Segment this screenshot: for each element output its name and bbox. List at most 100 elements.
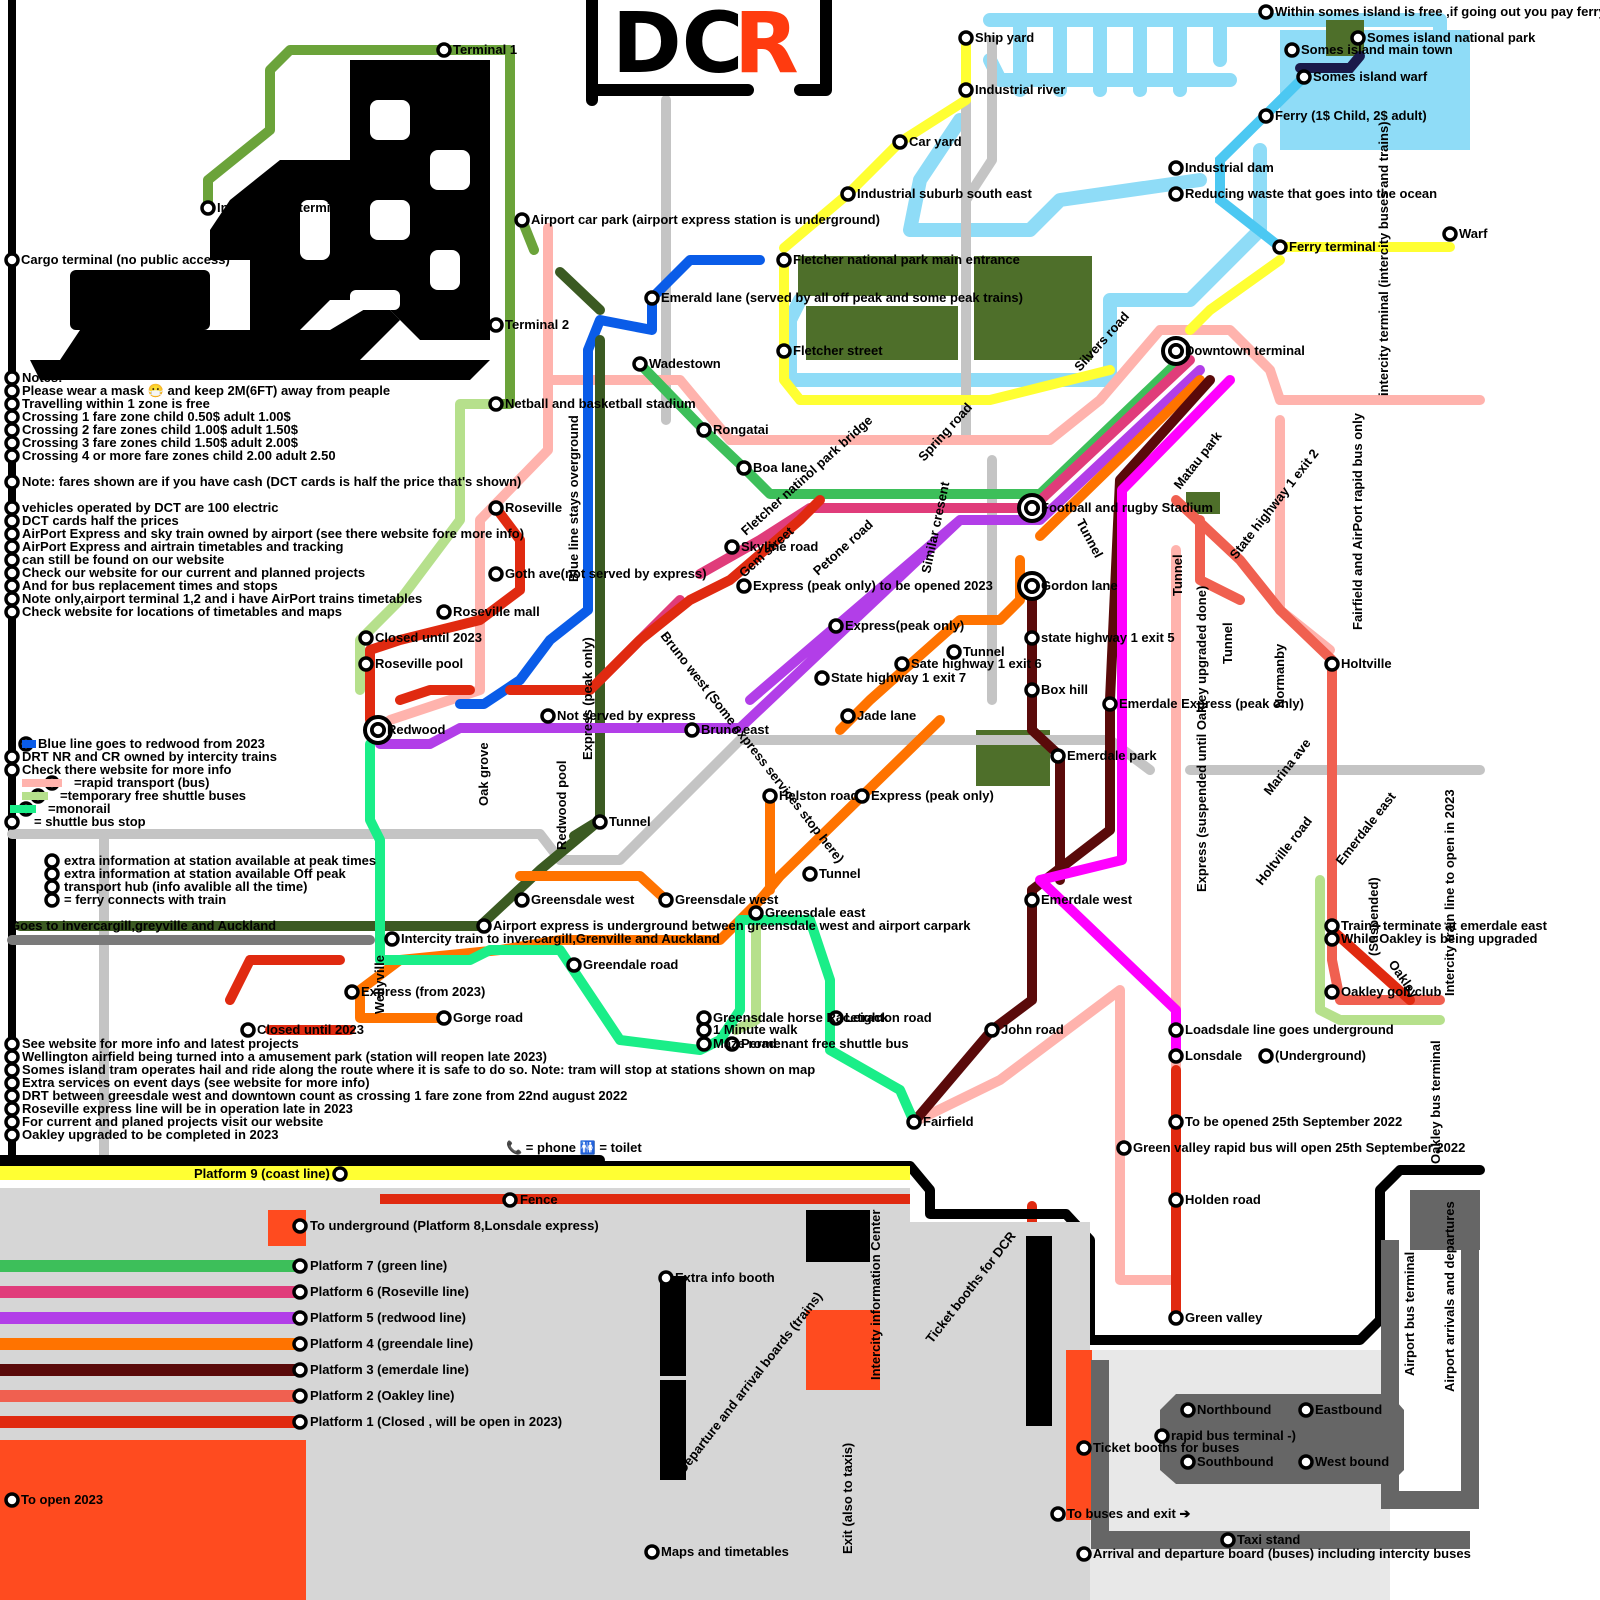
station-dot-station-72[interactable] [1168, 1022, 1184, 1038]
station-dot-station-63[interactable] [1024, 682, 1040, 698]
station-dot-building-4[interactable] [1076, 1440, 1092, 1456]
station-dot-platform-2[interactable] [292, 1218, 308, 1234]
station-dot-station-76[interactable] [1168, 1192, 1184, 1208]
station-dot-platform-8[interactable] [292, 1388, 308, 1404]
station-dot-platform-9[interactable] [292, 1414, 308, 1430]
station-dot-station-21[interactable] [736, 578, 752, 594]
station-dot-project-bullet-7[interactable] [4, 1127, 20, 1143]
station-dot-note-bullet-18[interactable] [4, 604, 20, 620]
station-dot-project-bullet-0[interactable] [4, 1036, 20, 1052]
station-dot-building-5[interactable] [1180, 1402, 1196, 1418]
station-dot-station-43[interactable] [906, 1114, 922, 1130]
station-dot-station-20[interactable] [724, 539, 740, 555]
station-dot-station-31[interactable] [748, 905, 764, 921]
station-dot-station-48[interactable] [1258, 4, 1274, 20]
station-dot-project-bullet-2[interactable] [4, 1062, 20, 1078]
station-dot-station-75[interactable] [1168, 1114, 1184, 1130]
station-dot-station-66[interactable] [1024, 892, 1040, 908]
station-dot-station-58[interactable] [1024, 500, 1040, 516]
station-dot-note-bullet-12[interactable] [4, 526, 20, 542]
station-dot-station-49[interactable] [1350, 30, 1366, 46]
station-dot-platform-4[interactable] [292, 1284, 308, 1300]
station-dot-platform-6[interactable] [292, 1336, 308, 1352]
station-dot-building-0[interactable] [4, 1492, 20, 1508]
station-dot-station-2[interactable] [4, 252, 20, 268]
station-dot-station-42[interactable] [828, 1010, 844, 1026]
station-dot-station-68[interactable] [1324, 656, 1340, 672]
station-dot-station-34[interactable] [566, 957, 582, 973]
station-dot-station-14[interactable] [776, 252, 792, 268]
station-dot-station-69[interactable] [1324, 918, 1340, 934]
station-dot-station-59[interactable] [1024, 578, 1040, 594]
station-dot-note-bullet-1[interactable] [4, 383, 20, 399]
station-dot-legend-bullet-2[interactable] [4, 762, 20, 778]
station-dot-station-29[interactable] [514, 892, 530, 908]
station-dot-station-53[interactable] [1168, 160, 1184, 176]
station-dot-station-56[interactable] [1442, 226, 1458, 242]
station-dot-station-37[interactable] [240, 1022, 256, 1038]
station-dot-station-39[interactable] [696, 1022, 712, 1038]
station-dot-station-50[interactable] [1284, 42, 1300, 58]
station-dot-legend-bullet-6[interactable] [4, 814, 20, 830]
station-dot-station-38[interactable] [696, 1010, 712, 1026]
station-dot-legend-bullet-9[interactable] [44, 879, 60, 895]
station-dot-station-8[interactable] [358, 630, 374, 646]
station-dot-station-7[interactable] [436, 604, 452, 620]
station-dot-project-bullet-3[interactable] [4, 1075, 20, 1091]
station-dot-station-27[interactable] [802, 866, 818, 882]
station-dot-project-bullet-5[interactable] [4, 1101, 20, 1117]
station-dot-building-7[interactable] [1154, 1428, 1170, 1444]
station-dot-station-74[interactable] [1258, 1048, 1274, 1064]
station-dot-building-9[interactable] [1298, 1454, 1314, 1470]
station-dot-station-24[interactable] [840, 708, 856, 724]
station-dot-station-4[interactable] [488, 396, 504, 412]
station-dot-station-26[interactable] [854, 788, 870, 804]
station-dot-station-40[interactable] [696, 1036, 712, 1052]
station-dot-station-41[interactable] [724, 1036, 740, 1052]
station-dot-station-55[interactable] [1272, 239, 1288, 255]
station-dot-building-11[interactable] [1076, 1546, 1092, 1562]
station-dot-station-6[interactable] [488, 566, 504, 582]
station-dot-note-bullet-8[interactable] [4, 474, 20, 490]
station-dot-note-bullet-17[interactable] [4, 591, 20, 607]
station-dot-building-10[interactable] [1220, 1532, 1236, 1548]
station-dot-station-25[interactable] [762, 788, 778, 804]
station-dot-station-17[interactable] [632, 356, 648, 372]
station-dot-building-1[interactable] [658, 1270, 674, 1286]
station-dot-legend-bullet-8[interactable] [44, 866, 60, 882]
station-dot-platform-5[interactable] [292, 1310, 308, 1326]
station-dot-station-44[interactable] [840, 186, 856, 202]
station-dot-station-36[interactable] [436, 1010, 452, 1026]
station-dot-station-22[interactable] [828, 618, 844, 634]
station-dot-station-19[interactable] [736, 460, 752, 476]
station-dot-station-15[interactable] [644, 290, 660, 306]
station-dot-station-51[interactable] [1296, 69, 1312, 85]
station-dot-building-6[interactable] [1298, 1402, 1314, 1418]
station-dot-project-bullet-1[interactable] [4, 1049, 20, 1065]
station-dot-station-33[interactable] [384, 931, 400, 947]
station-dot-station-77[interactable] [1168, 1310, 1184, 1326]
station-dot-station-30[interactable] [658, 892, 674, 908]
station-dot-station-9[interactable] [358, 656, 374, 672]
station-dot-building-2[interactable] [644, 1544, 660, 1560]
station-dot-note-bullet-10[interactable] [4, 500, 20, 516]
station-dot-station-65[interactable] [1050, 748, 1066, 764]
station-dot-platform-7[interactable] [292, 1362, 308, 1378]
station-dot-station-46[interactable] [958, 82, 974, 98]
station-dot-station-13[interactable] [514, 212, 530, 228]
station-dot-station-10[interactable] [370, 722, 386, 738]
station-dot-legend-bullet-10[interactable] [44, 892, 60, 908]
station-dot-station-54[interactable] [1168, 186, 1184, 202]
station-dot-station-67[interactable] [984, 1022, 1000, 1038]
station-dot-platform-1[interactable] [502, 1192, 518, 1208]
station-dot-station-73[interactable] [1168, 1048, 1184, 1064]
station-dot-note-bullet-13[interactable] [4, 539, 20, 555]
station-dot-station-57[interactable] [1168, 343, 1184, 359]
station-dot-legend-bullet-1[interactable] [4, 749, 20, 765]
station-dot-platform-3[interactable] [292, 1258, 308, 1274]
station-dot-station-35[interactable] [344, 984, 360, 1000]
station-dot-building-8[interactable] [1180, 1454, 1196, 1470]
station-dot-project-bullet-4[interactable] [4, 1088, 20, 1104]
station-dot-station-61[interactable] [946, 644, 962, 660]
station-dot-station-47[interactable] [958, 30, 974, 46]
